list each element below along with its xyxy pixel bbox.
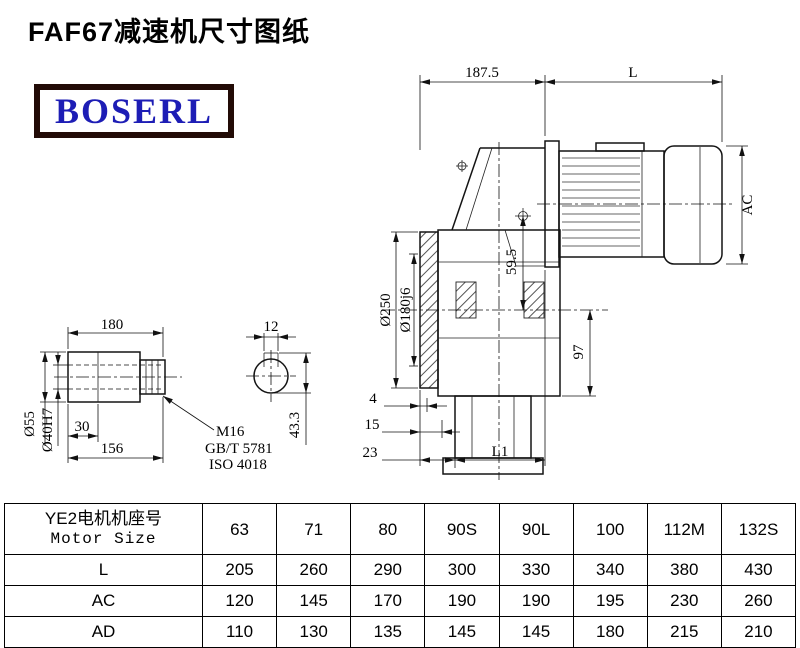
dim-4-label: 4 — [369, 391, 377, 407]
table-cell: 430 — [720, 554, 797, 586]
dim-55-label: Ø55 — [22, 411, 38, 437]
dim-43-label: 43.3 — [287, 412, 303, 438]
motor-size-col-71: 71 — [276, 503, 352, 555]
page-title: FAF67减速机尺寸图纸 — [28, 17, 311, 47]
dim-shaft-180-label: 180 — [101, 317, 124, 333]
dim-187-label: 187.5 — [465, 65, 499, 81]
shaft-detail-view — [54, 351, 182, 403]
dimension-lines: 187.5 L AC Ø250 Ø180j6 59.5 — [22, 65, 756, 473]
dim-L-label: L — [628, 65, 637, 81]
table-cell: 135 — [350, 616, 426, 648]
table-cell: 290 — [350, 554, 426, 586]
motor-size-header-cn: YE2电机机座号 — [44, 509, 163, 528]
table-cell: 210 — [720, 616, 797, 648]
motor-terminal-box — [595, 142, 645, 152]
bore-section-view — [246, 350, 296, 402]
table-cell: 300 — [424, 554, 500, 586]
table-cell: 130 — [276, 616, 352, 648]
table-cell: 145 — [498, 616, 574, 648]
motor-size-header-cell: YE2电机机座号 Motor Size — [4, 503, 203, 555]
motor-size-col-90s: 90S — [424, 503, 500, 555]
dim-156-label: 156 — [101, 441, 124, 457]
case-foot — [442, 457, 544, 475]
dim-30-label: 30 — [75, 419, 90, 435]
row-label-AD: AD — [4, 616, 203, 648]
motor-fan-cowl — [663, 145, 723, 265]
dim-AC-label: AC — [740, 195, 756, 216]
row-label-AC: AC — [4, 585, 203, 617]
dimension-table: YE2电机机座号 Motor Size 63 71 80 90S 90L 100… — [4, 503, 797, 648]
motor-size-col-112m: 112M — [646, 503, 722, 555]
table-row-AD: AD 110 130 135 145 145 180 215 210 — [4, 616, 797, 648]
table-header-row: YE2电机机座号 Motor Size 63 71 80 90S 90L 100… — [4, 503, 797, 555]
dim-59-label: 59.5 — [504, 249, 520, 275]
table-cell: 145 — [276, 585, 352, 617]
main-view-gearbox — [382, 142, 608, 480]
motor-size-header-en: Motor Size — [50, 530, 157, 548]
table-cell: 180 — [572, 616, 648, 648]
dim-L1-label: L1 — [492, 444, 509, 460]
dim-250-label: Ø250 — [378, 293, 394, 326]
dim-180fit-label: Ø180j6 — [398, 287, 414, 333]
dim-97-label: 97 — [571, 344, 587, 360]
row-label-L: L — [4, 554, 203, 586]
table-cell: 260 — [276, 554, 352, 586]
table-cell: 120 — [201, 585, 278, 617]
table-cell: 330 — [498, 554, 574, 586]
motor-size-col-80: 80 — [350, 503, 426, 555]
table-cell: 190 — [498, 585, 574, 617]
table-cell: 190 — [424, 585, 500, 617]
table-cell: 205 — [201, 554, 278, 586]
dim-40-label: Ø40H7 — [40, 407, 56, 452]
thread-spec-m16: M16 — [216, 424, 245, 440]
table-cell: 230 — [646, 585, 722, 617]
thread-spec-iso: ISO 4018 — [209, 457, 267, 473]
table-cell: 170 — [350, 585, 426, 617]
table-cell: 380 — [646, 554, 722, 586]
dim-key-12-label: 12 — [264, 319, 279, 335]
brand-logo-text: BOSERL — [54, 91, 214, 131]
table-cell: 110 — [201, 616, 278, 648]
thread-spec-gb: GB/T 5781 — [205, 441, 273, 457]
brand-logo: BOSERL — [34, 84, 234, 138]
motor-size-col-63: 63 — [201, 503, 278, 555]
table-cell: 260 — [720, 585, 797, 617]
table-row-L: L 205 260 290 300 330 340 380 430 — [4, 554, 797, 586]
table-cell: 215 — [646, 616, 722, 648]
table-cell: 145 — [424, 616, 500, 648]
motor-size-col-90l: 90L — [498, 503, 574, 555]
dim-23-label: 23 — [363, 445, 378, 461]
dimension-drawing: 187.5 L AC Ø250 Ø180j6 59.5 — [22, 65, 756, 480]
table-row-AC: AC 120 145 170 190 190 195 230 260 — [4, 585, 797, 617]
motor-assembly — [537, 140, 732, 268]
table-cell: 195 — [572, 585, 648, 617]
dim-15-label: 15 — [365, 417, 380, 433]
motor-adapter — [451, 147, 545, 231]
motor-size-col-100: 100 — [572, 503, 648, 555]
motor-size-col-132s: 132S — [720, 503, 797, 555]
table-cell: 340 — [572, 554, 648, 586]
